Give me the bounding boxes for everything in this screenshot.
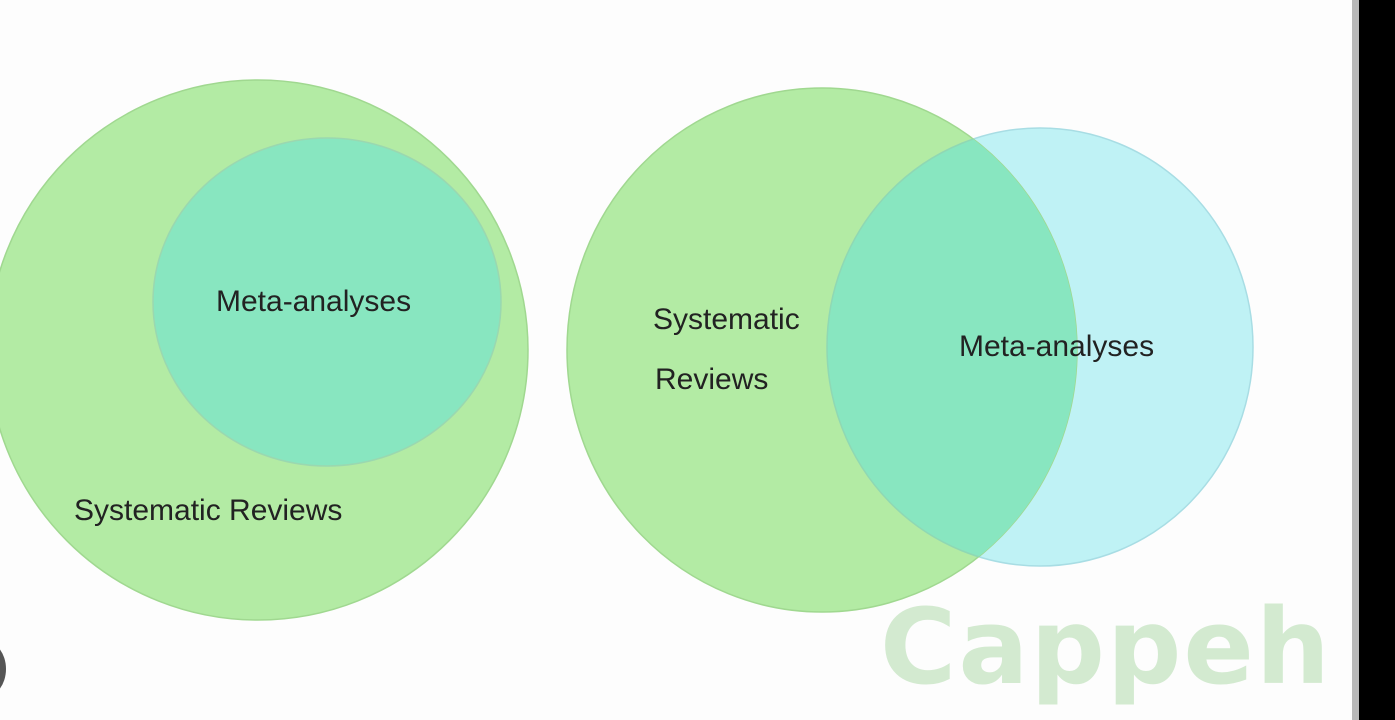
black-edge: [1359, 0, 1395, 720]
meta-analyses-label-right: Meta-analyses: [959, 330, 1155, 363]
systematic-reviews-label-left: Systematic Reviews: [74, 494, 343, 527]
circle-button-partial[interactable]: [0, 640, 6, 698]
meta-analyses-label-left: Meta-analyses: [216, 285, 412, 318]
watermark: Cappeh: [880, 586, 1332, 708]
systematic-label-right: Systematic: [653, 303, 800, 336]
reviews-label-right: Reviews: [655, 363, 769, 396]
meta-analyses-circle-left: [152, 137, 502, 467]
divider: [1352, 0, 1359, 720]
